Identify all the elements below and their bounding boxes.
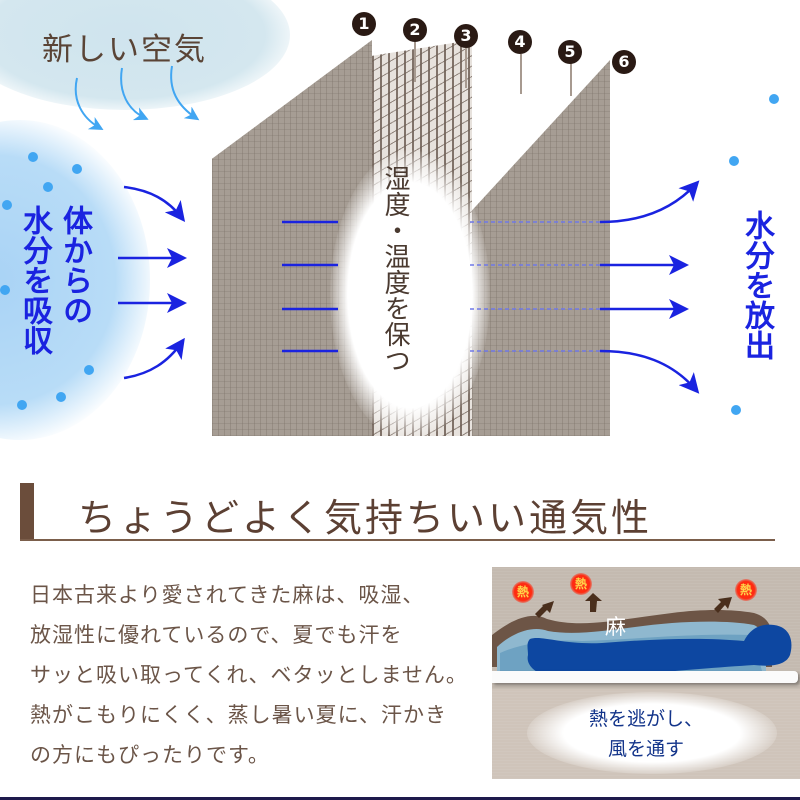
layer-marker-3: 3 bbox=[454, 24, 478, 48]
heat-escape-arrows bbox=[535, 593, 732, 618]
layer-marker-2: 2 bbox=[403, 18, 427, 42]
section-header: ちょうどよく気持ちいい通気性 bbox=[20, 483, 775, 541]
release-moisture-label: 水分を放出 bbox=[739, 210, 774, 360]
description-line: サッと吸い取ってくれ、ベタッとしません。 bbox=[30, 663, 468, 687]
water-dot-icon bbox=[769, 94, 779, 104]
water-dot-icon bbox=[28, 152, 38, 162]
water-dot-icon bbox=[0, 285, 10, 295]
layer-marker-5: 5 bbox=[558, 40, 582, 64]
flow-arrows bbox=[74, 65, 700, 394]
heat-icon: 熱 bbox=[735, 579, 757, 601]
description-line: 日本古来より愛されてきた麻は、吸湿、 bbox=[30, 583, 425, 607]
fresh-air-label: 新しい空気 bbox=[42, 32, 207, 68]
heat-icon: 熱 bbox=[570, 573, 592, 595]
description-line: 熱がこもりにくく、蒸し暑い夏に、汗かき bbox=[30, 703, 447, 727]
section-title: ちょうどよく気持ちいい通気性 bbox=[78, 496, 653, 540]
caption-line: 風を通す bbox=[607, 738, 684, 760]
center-label: 湿度・温度を保つ bbox=[380, 165, 410, 373]
sleeping-illustration: 熱 熱 熱 麻 熱を逃がし、 風を通す bbox=[492, 567, 800, 779]
water-dot-icon bbox=[17, 400, 27, 410]
fresh-air-arrow-icon bbox=[74, 65, 200, 130]
center-glow bbox=[330, 150, 490, 440]
description-line: の方にもぴったりです。 bbox=[30, 743, 270, 767]
water-dot-icon bbox=[84, 365, 94, 375]
water-dot-icon bbox=[2, 200, 12, 210]
description-line: 放湿性に優れているので、夏でも汗を bbox=[30, 623, 403, 647]
layer-marker-4: 4 bbox=[508, 30, 532, 54]
layer-marker-line bbox=[520, 54, 522, 94]
layer-marker-line bbox=[465, 48, 467, 88]
water-dot-icon bbox=[43, 182, 53, 192]
breathability-diagram: 新しい空気 体からの 水分を吸収 湿度・温度を保つ 1 2 3 4 5 6 bbox=[0, 0, 779, 440]
caption-glow bbox=[527, 692, 777, 774]
layer-marker-1: 1 bbox=[352, 12, 376, 36]
mattress bbox=[492, 671, 798, 683]
heat-icon: 熱 bbox=[512, 581, 534, 603]
water-dot-icon bbox=[731, 405, 741, 415]
body-moisture-line: 水分を吸収 bbox=[17, 205, 52, 355]
caption-line: 熱を逃がし、 bbox=[588, 708, 703, 730]
section-accent-bar bbox=[20, 483, 34, 539]
description-text: 日本古来より愛されてきた麻は、吸湿、 放湿性に優れているので、夏でも汗を サッと… bbox=[30, 575, 470, 775]
body-moisture-line: 体からの bbox=[57, 205, 92, 325]
bottom-divider bbox=[0, 797, 800, 800]
sleeping-figure bbox=[492, 610, 792, 677]
layer-marker-line bbox=[414, 42, 416, 82]
body-moisture-label: 体からの 水分を吸収 bbox=[14, 205, 94, 395]
layer-marker-line bbox=[570, 62, 572, 96]
water-dot-icon bbox=[729, 156, 739, 166]
water-dot-icon bbox=[56, 392, 66, 402]
illustration-caption: 熱を逃がし、 風を通す bbox=[492, 704, 800, 764]
linen-label: 麻 bbox=[605, 615, 626, 639]
layer-marker-6: 6 bbox=[612, 50, 636, 74]
water-dot-icon bbox=[72, 164, 82, 174]
